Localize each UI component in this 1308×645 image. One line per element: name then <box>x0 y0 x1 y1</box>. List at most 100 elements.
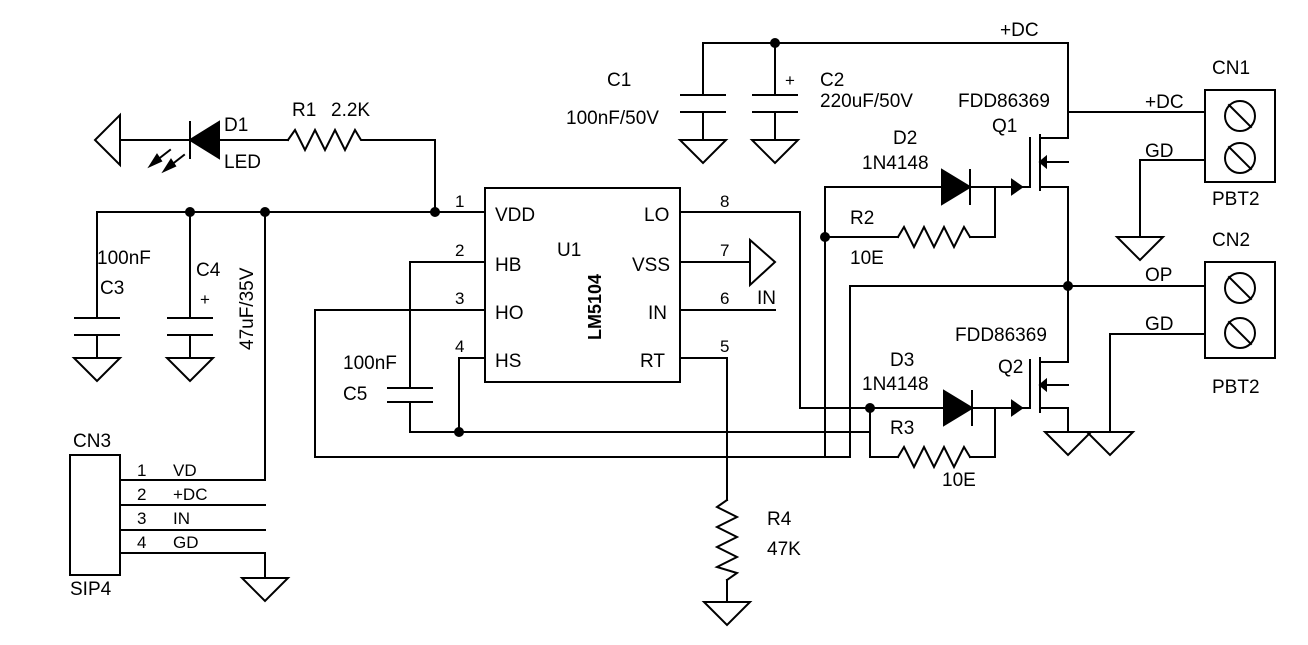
wire-rt <box>679 357 728 501</box>
wire-r1-vdd <box>367 139 436 213</box>
cn2-part: PBT2 <box>1212 377 1260 398</box>
u1-pin3-num: 3 <box>455 289 464 308</box>
terminal-block-cn1 <box>1204 89 1276 183</box>
capacitor-c3 <box>74 317 120 336</box>
c2-name: C2 <box>820 70 844 91</box>
cn1-pin1-net: +DC <box>1145 92 1184 113</box>
cn3-pin3-num: 3 <box>137 509 146 528</box>
u1-pin3-name: HO <box>495 303 524 324</box>
wire-op-hs <box>824 285 1069 458</box>
capacitor-c5 <box>387 387 433 403</box>
c5-value: 100nF <box>343 353 397 374</box>
u1-pin8-num: 8 <box>720 192 729 211</box>
ground-icon <box>677 139 729 165</box>
junction-dot <box>820 232 830 242</box>
cn3-name: CN3 <box>73 431 111 452</box>
junction-dot <box>260 207 270 217</box>
d1-type: LED <box>224 152 261 173</box>
c5-name: C5 <box>343 384 367 405</box>
u1-pin1-name: VDD <box>495 205 535 226</box>
cn3-pin3-name: IN <box>173 509 190 528</box>
r3-value: 10E <box>942 470 976 491</box>
ground-icon <box>749 139 801 165</box>
ground-icon <box>71 357 123 383</box>
ground-symbols <box>71 112 1166 627</box>
wire-vd-cn3 <box>119 211 266 481</box>
wires <box>96 42 1206 603</box>
connector-cn3 <box>69 454 121 576</box>
u1-part: LM5104 <box>585 274 605 340</box>
wire-r3-in <box>869 407 899 458</box>
u1-pin6-name: IN <box>648 303 667 324</box>
r2-name: R2 <box>850 208 874 229</box>
d2-name: D2 <box>893 128 917 149</box>
r4-value: 47K <box>767 539 801 560</box>
wire-r3-out <box>969 407 996 458</box>
diode-d2 <box>941 168 972 206</box>
cn3-part: SIP4 <box>70 579 112 600</box>
ground-icon <box>749 237 777 288</box>
d1-name: D1 <box>224 115 248 136</box>
cn3-pin4-name: GD <box>173 533 199 552</box>
ground-icon <box>164 357 216 383</box>
u1-pin4-num: 4 <box>455 337 464 356</box>
cn2-pin1-net: OP <box>1145 265 1172 286</box>
wire-cn1-gd <box>1139 159 1206 238</box>
u1-pin7-name: VSS <box>632 255 670 276</box>
c4-value: 47uF/35V <box>237 267 258 350</box>
wire-hs <box>458 357 486 433</box>
resistor-r4 <box>714 498 740 582</box>
u1-pin5-name: RT <box>640 351 665 372</box>
c1-name: C1 <box>607 70 631 91</box>
ground-icon <box>239 577 291 603</box>
ground-icon <box>701 601 753 627</box>
u1-pin7-num: 7 <box>720 241 729 260</box>
c3-name: C3 <box>100 278 124 299</box>
ground-icon <box>1084 431 1136 457</box>
q1-part: FDD86369 <box>958 91 1050 112</box>
cn1-pin2-net: GD <box>1145 141 1174 162</box>
wire-d2-in <box>824 186 941 238</box>
ground-icon <box>1042 431 1094 457</box>
q1-name: Q1 <box>992 116 1017 137</box>
q2-name: Q2 <box>998 357 1023 378</box>
q2-part: FDD86369 <box>955 325 1047 346</box>
u1-pin5-num: 5 <box>720 337 729 356</box>
resistor-r3 <box>896 444 972 470</box>
capacitor-c1 <box>680 94 726 113</box>
dc-rail-label: +DC <box>1000 20 1039 41</box>
cn2-pin2-net: GD <box>1145 314 1174 335</box>
mosfet-q2 <box>1011 357 1069 417</box>
u1-name: U1 <box>557 240 581 261</box>
light-arrow-icon <box>147 148 186 174</box>
junction-dot <box>430 207 440 217</box>
r1-name: R1 <box>292 100 316 121</box>
cn2-name: CN2 <box>1212 230 1250 251</box>
resistor-r2 <box>896 224 972 250</box>
capacitor-c2 <box>752 94 798 113</box>
r3-name: R3 <box>890 418 914 439</box>
u1-pin2-num: 2 <box>455 241 464 260</box>
u1-pin2-name: HB <box>495 255 521 276</box>
d3-name: D3 <box>890 350 914 371</box>
wire-ho <box>314 236 826 458</box>
cn3-pin4-num: 4 <box>137 533 146 552</box>
mosfet-q1 <box>1011 111 1069 196</box>
wire-dc-rail <box>702 42 1069 113</box>
u1-pin6-num: 6 <box>720 289 729 308</box>
d3-part: 1N4148 <box>862 374 929 395</box>
in-net-label: IN <box>757 288 776 309</box>
junction-dot <box>865 403 875 413</box>
junction-dot <box>185 207 195 217</box>
wire-r2-out <box>969 186 996 238</box>
r4-name: R4 <box>767 509 792 530</box>
junction-dot <box>1063 281 1073 291</box>
u1-pin8-name: LO <box>644 205 669 226</box>
cn3-pin1-name: VD <box>173 461 197 480</box>
cn3-pin2-name: +DC <box>173 485 207 504</box>
ic-u1 <box>484 187 681 383</box>
ground-icon <box>1114 236 1166 262</box>
wire-c5-bot <box>409 401 871 433</box>
c4-polarity: + <box>200 290 210 309</box>
